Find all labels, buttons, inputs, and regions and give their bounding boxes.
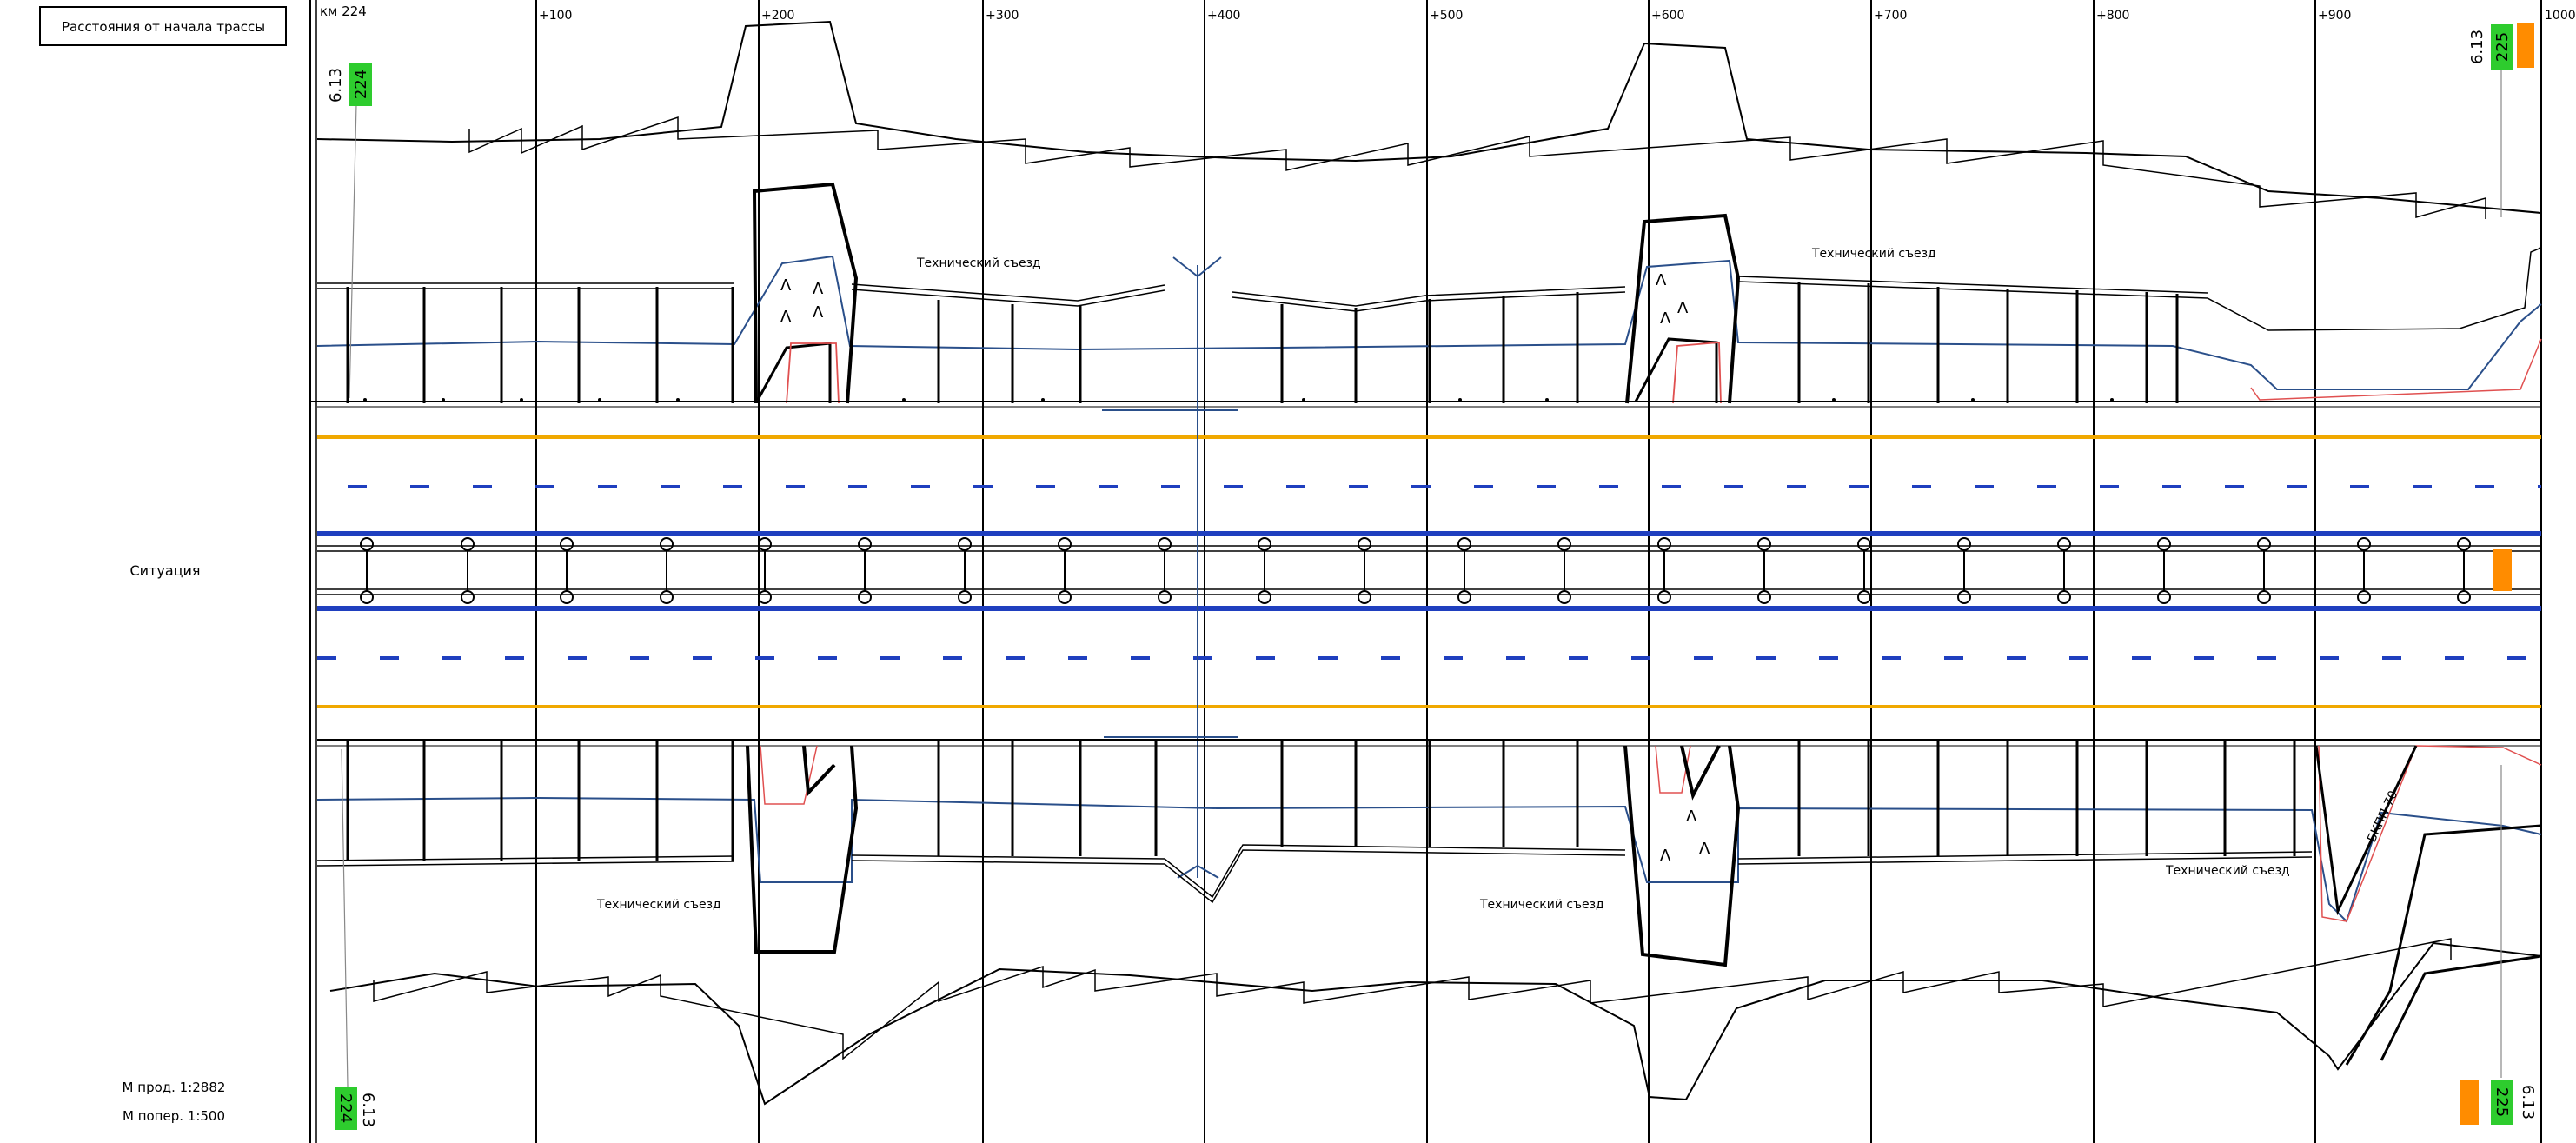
- chainage-300: +300: [986, 9, 1019, 23]
- km-marker-bottom-right: 225 6.13: [2460, 765, 2537, 1125]
- svg-text:ᐱ: ᐱ: [780, 308, 792, 326]
- lower-right-ramp: [2314, 745, 2542, 1066]
- chainage-end: 1000: [2545, 9, 2576, 23]
- km-marker-top-right-sign: 6.13: [2468, 30, 2486, 64]
- top-fence-line: [316, 20, 2542, 219]
- lower-red-outlines: [760, 745, 2542, 922]
- orange-sign-bottom-right: [2460, 1080, 2479, 1125]
- upper-drain-posts: [346, 282, 2179, 403]
- legend-header-text: Расстояния от начала трассы: [62, 19, 265, 35]
- label-barrier: БКПП-70: [2365, 788, 2400, 844]
- svg-text:ᐱ: ᐱ: [1656, 271, 1667, 289]
- km-marker-top-left: 224 6.13: [327, 63, 372, 399]
- chainage-start: км 224: [320, 3, 367, 19]
- lower-exit-arrows: ᐱ ᐱ ᐱ: [1660, 807, 1710, 865]
- chainage-500: +500: [1430, 9, 1463, 23]
- km-marker-bottom-left: 224 6.13: [335, 748, 377, 1130]
- chainage-700: +700: [1874, 9, 1907, 23]
- svg-text:ᐱ: ᐱ: [1699, 840, 1710, 858]
- chainage-100: +100: [539, 9, 572, 23]
- chainage-600: +600: [1651, 9, 1684, 23]
- median-lamp-posts: [360, 537, 2471, 604]
- chainage-800: +800: [2096, 9, 2129, 23]
- km-marker-top-right-value: 225: [2493, 32, 2512, 62]
- km-marker-top-right: 225 6.13: [2468, 23, 2534, 217]
- km-marker-top-left-sign: 6.13: [327, 68, 345, 103]
- svg-text:ᐱ: ᐱ: [813, 280, 824, 298]
- km-marker-bottom-right-value: 225: [2493, 1087, 2511, 1117]
- orange-sign-top-right: [2517, 23, 2534, 68]
- chainage-grid: [535, 0, 2542, 1143]
- km-marker-top-left-value: 224: [352, 70, 370, 99]
- svg-text:ᐱ: ᐱ: [780, 276, 792, 295]
- chainage-200: +200: [761, 9, 794, 23]
- median-barrier: [317, 545, 2541, 595]
- km-marker-bottom-right-sign: 6.13: [2519, 1085, 2537, 1120]
- svg-text:ᐱ: ᐱ: [1660, 309, 1671, 328]
- chainage-900: +900: [2318, 9, 2351, 23]
- label-exit-top-1: Технический съезд: [916, 256, 1041, 270]
- chainage-400: +400: [1207, 9, 1240, 23]
- label-exit-bottom-3: Технический съезд: [2165, 864, 2290, 878]
- orange-sign-median: [2493, 549, 2512, 591]
- upper-exit-1: ᐱ ᐱ ᐱ ᐱ: [752, 182, 859, 404]
- upper-exit-2: ᐱ ᐱ ᐱ: [1625, 213, 1741, 404]
- lower-drain-posts: [346, 741, 2296, 861]
- lower-exit-2: [1623, 745, 1741, 967]
- upper-edge-dots: [363, 398, 2114, 402]
- scale-longitudinal: М прод. 1:2882: [123, 1080, 226, 1095]
- svg-text:ᐱ: ᐱ: [1677, 299, 1689, 317]
- upper-right-red: [2250, 338, 2542, 401]
- situation-label: Ситуация: [129, 562, 200, 579]
- km-marker-bottom-left-value: 224: [336, 1093, 355, 1123]
- km-marker-bottom-left-sign: 6.13: [359, 1093, 377, 1127]
- legend-header-box: [39, 6, 287, 46]
- label-exit-bottom-2: Технический съезд: [1479, 898, 1604, 912]
- bottom-fence-line: [329, 938, 2542, 1106]
- svg-text:ᐱ: ᐱ: [813, 303, 824, 322]
- lower-exit-1: [746, 745, 859, 954]
- upper-verge: [317, 247, 2542, 331]
- culvert-crossing: [1102, 256, 1238, 879]
- svg-text:ᐱ: ᐱ: [1660, 847, 1671, 865]
- label-exit-top-2: Технический съезд: [1811, 247, 1936, 261]
- svg-text:ᐱ: ᐱ: [1686, 807, 1697, 826]
- lower-ditch-blue: [316, 796, 2542, 923]
- lower-verge: [316, 844, 2313, 904]
- scale-cross: М попер. 1:500: [123, 1108, 225, 1124]
- label-exit-bottom-1: Технический съезд: [596, 898, 721, 912]
